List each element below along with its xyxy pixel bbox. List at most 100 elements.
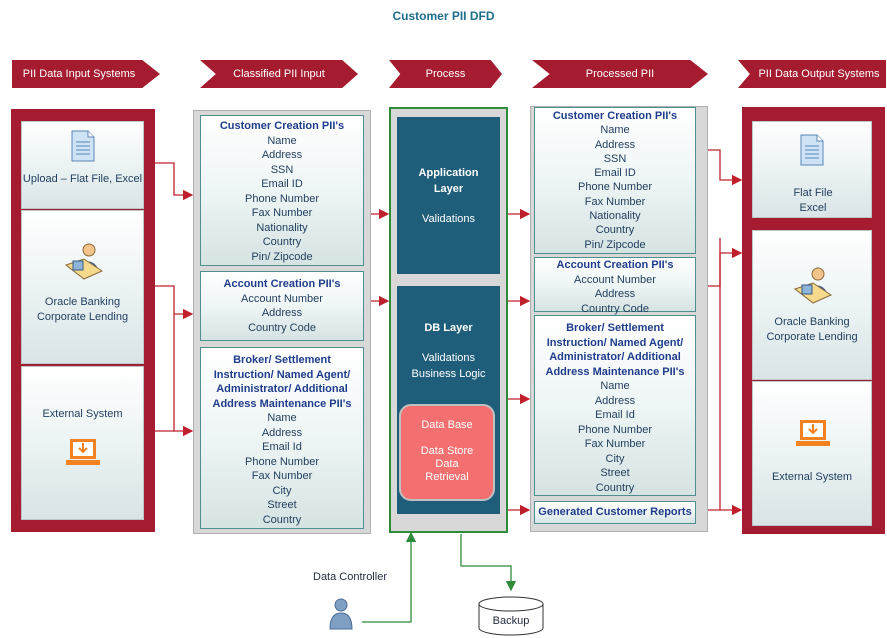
download-laptop-icon	[796, 420, 830, 446]
database-label: Data Base	[421, 419, 473, 431]
header-input-systems: PII Data Input Systems	[12, 60, 160, 88]
backup-label: Backup	[492, 615, 530, 627]
output-system-external-label: External System	[771, 471, 853, 483]
header-classified-input: Classified PII Input	[200, 60, 358, 88]
data-controller-label: Data Controller	[313, 571, 387, 583]
user-desk-icon	[64, 243, 104, 280]
arrow-process-to-backup	[460, 534, 517, 592]
classified-account-item: Account Number	[241, 292, 323, 305]
classified-broker-item: City	[272, 484, 292, 497]
processed-account-box: Account Creation PII's Account Number Ad…	[534, 257, 696, 315]
classified-customer-item: Name	[267, 134, 297, 147]
document-icon	[800, 134, 824, 166]
database-line: Data Store	[420, 445, 474, 457]
classified-broker-heading: Broker/ Settlement Instruction/ Named Ag…	[212, 354, 352, 410]
classified-account-item: Address	[261, 307, 303, 319]
processed-broker-item: Address	[594, 394, 636, 407]
classified-broker-item: Email Id	[262, 441, 302, 453]
classified-customer-heading: Customer Creation PII's	[219, 120, 345, 132]
db-layer: DB Layer Validations Business Logic	[397, 286, 500, 514]
output-system-flatfile: Flat File Excel	[752, 121, 872, 218]
arrow-controller-to-process	[362, 531, 417, 623]
document-icon	[71, 130, 95, 162]
processed-broker-item: Name	[600, 380, 630, 392]
processed-account-item: Country Code	[581, 302, 649, 315]
diagram-title: Customer PII DFD	[392, 9, 495, 23]
header-process: Process	[389, 60, 502, 88]
processed-customer-item: Fax Number	[584, 195, 646, 208]
classified-broker-item: Street	[267, 499, 297, 511]
arrow-to-obcl	[708, 247, 743, 287]
header-output-systems: PII Data Output Systems	[738, 60, 886, 88]
classified-broker-item: Phone Number	[245, 455, 319, 468]
classified-account-heading: Account Creation PII's	[223, 278, 341, 290]
classified-customer-item: Fax Number	[251, 207, 313, 219]
processed-reports-box: Generated Customer Reports	[534, 501, 696, 524]
processed-broker-item: Phone Number	[578, 423, 652, 436]
classified-broker-item: Address	[261, 426, 303, 439]
processed-customer-item: Country	[595, 224, 635, 237]
user-desk-icon	[793, 267, 833, 304]
arrow-to-flatfile	[708, 149, 743, 186]
arrow-upload-to-customer	[155, 162, 194, 201]
classified-customer-box: Customer Creation PII's Name Address SSN…	[200, 115, 364, 266]
application-layer-heading: Application Layer	[418, 167, 479, 195]
db-layer-heading: DB Layer	[424, 322, 473, 334]
classified-customer-item: Phone Number	[245, 192, 319, 205]
output-system-flatfile-label: Flat File Excel	[793, 187, 833, 214]
classified-broker-item: Fax Number	[251, 470, 313, 482]
input-system-obcl: Oracle Banking Corporate Lending	[21, 210, 144, 364]
processed-customer-item: Nationality	[589, 210, 641, 223]
output-system-obcl-label: Oracle Banking Corporate Lending	[766, 316, 858, 343]
database-line: Data	[435, 458, 459, 470]
processed-customer-item: Name	[600, 124, 630, 137]
application-layer-sub: Validations	[422, 213, 475, 225]
classified-customer-item: SSN	[270, 163, 294, 176]
processed-broker-item: Street	[600, 467, 630, 479]
processed-customer-item: Phone Number	[578, 181, 652, 194]
header-processed-pii: Processed PII	[532, 60, 708, 88]
database-box: Data Base Data Store Data Retrieval	[399, 404, 495, 501]
processed-customer-item: SSN	[603, 152, 627, 165]
db-layer-sub2: Business Logic	[411, 368, 486, 380]
processed-account-item: Address	[594, 288, 636, 300]
classified-customer-item: Pin/ Zipcode	[251, 250, 313, 263]
input-system-external-label: External System	[42, 408, 123, 420]
arrow-reports-trunk	[708, 238, 721, 511]
input-system-external: External System	[21, 366, 144, 520]
classified-account-item: Country Code	[248, 321, 316, 334]
processed-customer-item: Pin/ Zipcode	[584, 238, 646, 251]
classified-customer-item: Email ID	[261, 178, 303, 190]
database-line: Retrieval	[425, 471, 469, 483]
classified-customer-item: Country	[262, 236, 302, 248]
backup-cylinder-icon	[478, 596, 544, 636]
classified-customer-item: Address	[261, 149, 303, 161]
processed-broker-heading: Broker/ Settlement Instruction/ Named Ag…	[545, 322, 685, 378]
output-system-obcl: Oracle Banking Corporate Lending	[752, 230, 872, 380]
db-layer-sub1: Validations	[422, 352, 475, 364]
input-system-upload-label: Upload – Flat File, Excel	[22, 173, 143, 185]
processed-customer-item: Email ID	[594, 167, 636, 180]
download-laptop-icon	[66, 439, 100, 465]
arrow-obcl-to-broker	[155, 285, 194, 437]
classified-broker-item: Country	[262, 513, 302, 526]
processed-customer-item: Address	[594, 138, 636, 151]
classified-broker-box: Broker/ Settlement Instruction/ Named Ag…	[200, 347, 364, 529]
processed-broker-item: City	[605, 452, 625, 465]
input-system-upload: Upload – Flat File, Excel	[21, 121, 144, 209]
output-system-external: External System	[752, 381, 872, 526]
processed-customer-heading: Customer Creation PII's	[552, 110, 678, 122]
processed-broker-item: Fax Number	[584, 438, 646, 450]
processed-account-heading: Account Creation PII's	[556, 259, 674, 271]
classified-account-box: Account Creation PII's Account Number Ad…	[200, 271, 364, 341]
classified-customer-item: Nationality	[256, 221, 308, 234]
processed-broker-item: Email Id	[595, 409, 635, 421]
processed-broker-item: Country	[595, 481, 635, 494]
processed-customer-box: Customer Creation PII's Name Address SSN…	[534, 107, 696, 254]
person-icon	[329, 598, 353, 630]
classified-broker-item: Name	[267, 412, 297, 424]
application-layer: Application Layer Validations	[397, 117, 500, 274]
processed-broker-box: Broker/ Settlement Instruction/ Named Ag…	[534, 315, 696, 496]
input-system-obcl-label: Oracle Banking Corporate Lending	[36, 296, 129, 323]
